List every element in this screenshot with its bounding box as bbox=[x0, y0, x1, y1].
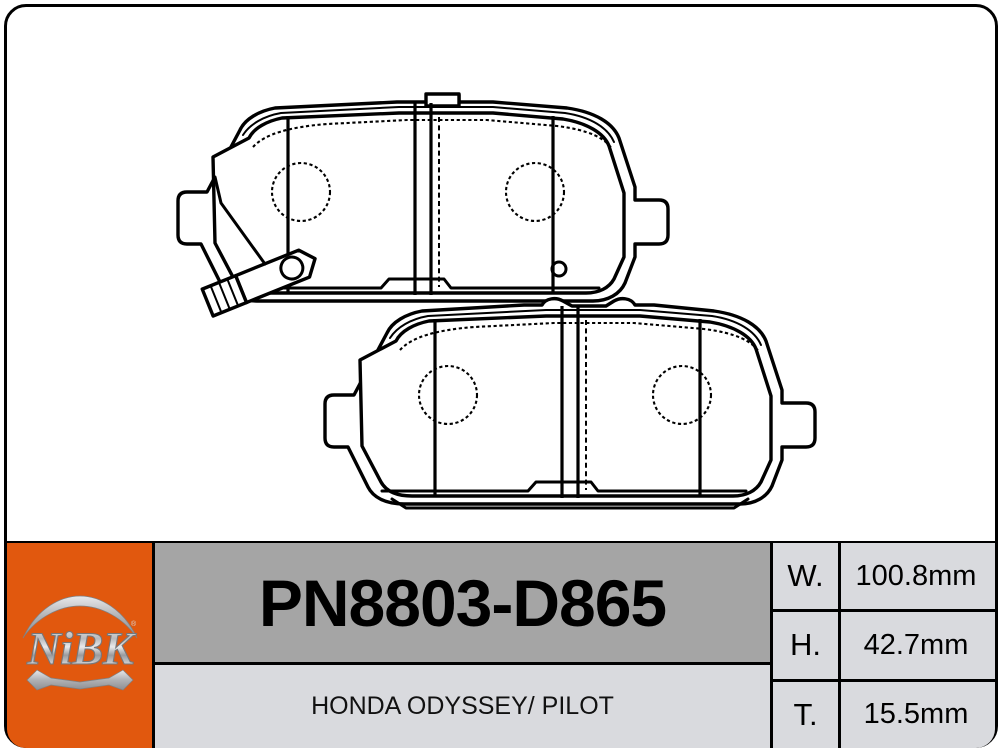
brake-pad-technical-drawing: .ol { fill:#ffffff; stroke:#000000; stro… bbox=[176, 92, 817, 510]
spec-table-divider bbox=[770, 543, 773, 748]
logo-upper-arc bbox=[22, 595, 137, 638]
spec-value-thickness: 15.5mm bbox=[863, 698, 969, 731]
spec-row-width: W. 100.8mm bbox=[773, 543, 995, 610]
dimensions-table: W. 100.8mm H. 42.7mm T. 15.5mm bbox=[773, 543, 995, 748]
spec-key-height: H. bbox=[773, 612, 841, 679]
upper-pad-wear-line bbox=[252, 118, 613, 150]
lower-pad-hole-left bbox=[417, 364, 479, 426]
spec-key-thickness: T. bbox=[773, 681, 841, 748]
vehicle-application-cell: HONDA ODYSSEY/ PILOT bbox=[155, 665, 770, 748]
logo-wordmark: NiBK bbox=[26, 623, 136, 675]
upper-pad-hole-left bbox=[270, 161, 332, 223]
upper-pad-hole-right bbox=[504, 161, 566, 223]
upper-pad-bottom-step bbox=[233, 277, 601, 290]
brand-logo-panel: NiBK ® bbox=[7, 543, 152, 748]
lower-brake-pad bbox=[323, 296, 817, 510]
upper-pad-rivet-right bbox=[550, 260, 568, 278]
upper-brake-pad bbox=[176, 92, 670, 318]
upper-pad-wear-sensor-group bbox=[200, 248, 317, 318]
spec-row-height: H. 42.7mm bbox=[773, 609, 995, 679]
vehicle-application-text: HONDA ODYSSEY/ PILOT bbox=[311, 692, 614, 720]
spec-row-thickness: T. 15.5mm bbox=[773, 678, 995, 748]
lower-pad-bottom-skirt bbox=[390, 497, 750, 510]
part-number-cell: PN8803-D865 bbox=[155, 543, 770, 665]
wear-sensor-mount-arm bbox=[213, 175, 267, 266]
lower-pad-bottom-step bbox=[380, 480, 748, 493]
nibk-logo: NiBK ® bbox=[22, 595, 138, 690]
lower-pad-crown-inner-line bbox=[389, 309, 762, 346]
footer-top-divider bbox=[7, 541, 995, 544]
lower-pad-hole-right bbox=[651, 364, 713, 426]
spec-key-width: W. bbox=[773, 543, 841, 610]
wear-sensor-rib-3 bbox=[226, 278, 240, 307]
lower-pad-wear-line bbox=[399, 321, 760, 353]
wear-sensor-rib-2 bbox=[217, 281, 231, 311]
part-number-text: PN8803-D865 bbox=[258, 565, 667, 640]
logo-lower-arc bbox=[26, 669, 133, 690]
logo-divider bbox=[152, 543, 155, 748]
upper-pad-top-tab bbox=[424, 92, 461, 108]
wear-sensor-hole bbox=[279, 255, 305, 281]
part-info-column: PN8803-D865 HONDA ODYSSEY/ PILOT bbox=[155, 543, 770, 748]
wear-sensor-rib-1 bbox=[209, 284, 223, 314]
logo-registered-mark: ® bbox=[131, 620, 137, 628]
footer-info-bar: NiBK ® PN8803-D865 HONDA ODYSSEY/ PILOT … bbox=[7, 543, 995, 748]
brake-pad-drawing-area: .ol { fill:#ffffff; stroke:#000000; stro… bbox=[7, 7, 995, 543]
lower-pad-friction-block bbox=[358, 314, 773, 498]
spec-value-width: 100.8mm bbox=[855, 559, 977, 592]
spec-value-height: 42.7mm bbox=[863, 628, 969, 661]
